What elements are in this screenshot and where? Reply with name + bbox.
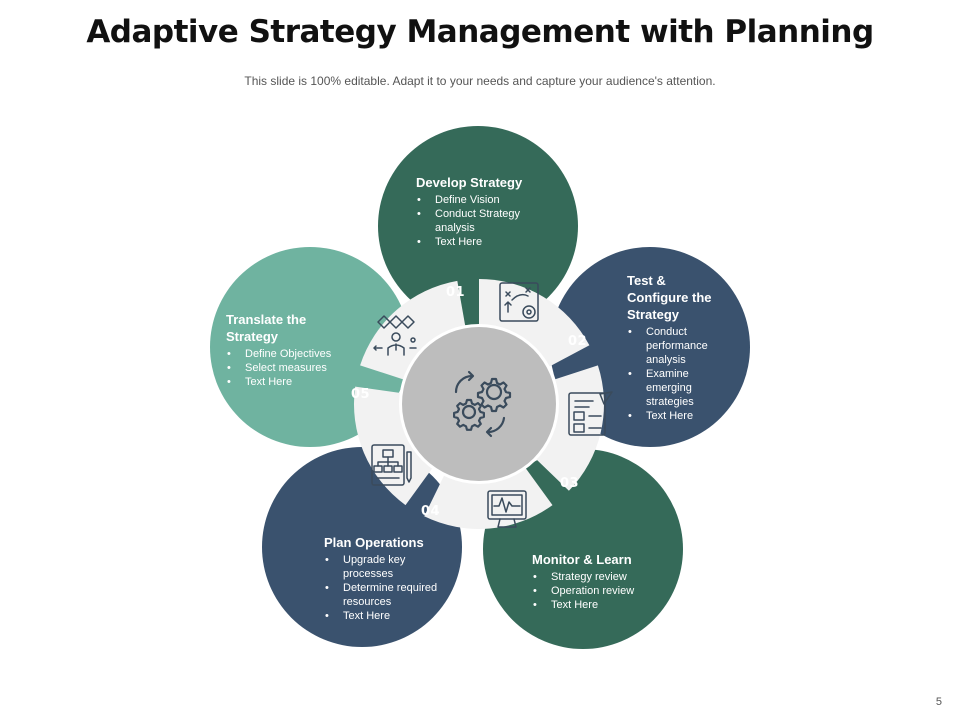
bullet-item: Strategy review bbox=[532, 570, 662, 584]
person-puzzle-icon bbox=[373, 315, 417, 356]
bullet-item: Text Here bbox=[226, 375, 351, 389]
monitor-chart-icon bbox=[487, 490, 527, 528]
step-title: Plan Operations bbox=[324, 535, 424, 550]
bullet-list: Upgrade key processes Determine required… bbox=[324, 553, 459, 623]
bullet-list: Define Objectives Select measures Text H… bbox=[226, 347, 351, 389]
bullet-list: Define Vision Conduct Strategy analysis … bbox=[416, 193, 566, 249]
bullet-item: Operation review bbox=[532, 584, 662, 598]
step-title: Translate the Strategy bbox=[226, 312, 307, 344]
step-translate-strategy: Translate the Strategy Define Objectives… bbox=[226, 311, 351, 389]
bullet-item: Conduct performance analysis bbox=[627, 325, 727, 367]
org-chart-icon bbox=[371, 444, 412, 486]
step-title: Test & Configure the Strategy bbox=[627, 273, 712, 322]
bullet-item: Text Here bbox=[416, 235, 566, 249]
step-test-configure: Test & Configure the Strategy Conduct pe… bbox=[627, 272, 727, 423]
bullet-list: Conduct performance analysis Examine eme… bbox=[627, 325, 727, 423]
bullet-item: Examine emerging strategies bbox=[627, 367, 727, 409]
bullet-item: Define Vision bbox=[416, 193, 566, 207]
bullet-item: Text Here bbox=[627, 409, 727, 423]
step-monitor-learn: Monitor & Learn Strategy review Operatio… bbox=[532, 552, 662, 612]
gears-cycle-icon bbox=[453, 370, 512, 438]
bullet-item: Text Here bbox=[324, 609, 459, 623]
step-develop-strategy: Develop Strategy Define Vision Conduct S… bbox=[416, 175, 566, 249]
step-number-02: 02 bbox=[568, 334, 588, 349]
bullet-item: Conduct Strategy analysis bbox=[416, 207, 547, 235]
step-title: Develop Strategy bbox=[416, 175, 523, 190]
step-plan-operations: Plan Operations Upgrade key processes De… bbox=[324, 535, 459, 623]
step-number-01: 01 bbox=[446, 285, 466, 300]
bullet-item: Upgrade key processes bbox=[324, 553, 433, 581]
bullet-item: Define Objectives bbox=[226, 347, 351, 361]
page-number: 5 bbox=[935, 696, 942, 708]
bullet-item: Determine required resources bbox=[324, 581, 459, 609]
checklist-edit-icon bbox=[568, 391, 613, 436]
bullet-item: Text Here bbox=[532, 598, 662, 612]
step-number-03: 03 bbox=[560, 476, 580, 491]
strategy-map-icon bbox=[499, 282, 539, 322]
step-number-04: 04 bbox=[421, 504, 441, 519]
slide-title: Adaptive Strategy Management with Planni… bbox=[86, 14, 874, 50]
slide-subtitle: This slide is 100% editable. Adapt it to… bbox=[244, 74, 716, 88]
bullet-list: Strategy review Operation review Text He… bbox=[532, 570, 662, 612]
step-number-05: 05 bbox=[351, 387, 371, 402]
step-title: Monitor & Learn bbox=[532, 552, 632, 567]
bullet-item: Select measures bbox=[226, 361, 351, 375]
